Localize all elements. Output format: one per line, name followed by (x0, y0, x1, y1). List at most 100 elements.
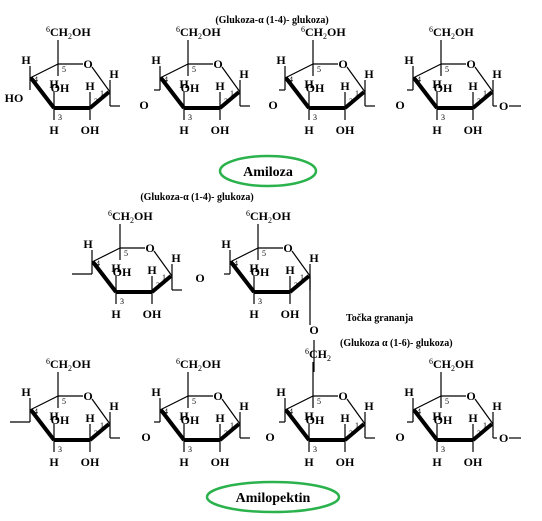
ch2oh-group: 6CH2OH (301, 25, 346, 41)
bond-line (474, 66, 494, 93)
hydroxyl-label: OH (51, 413, 70, 427)
carbon-number: 3 (120, 297, 124, 306)
hydrogen-label: H (85, 411, 95, 425)
ring-oxygen: O (338, 57, 347, 71)
amylopectin-title-highlight (205, 480, 341, 514)
hydrogen-label: H (151, 385, 161, 399)
ch2oh-group: 6CH2OH (176, 25, 221, 41)
carbon-number: 1 (483, 421, 487, 430)
carbon-number: 1 (300, 273, 304, 282)
ring-front-bond (412, 76, 439, 110)
hydrogen-label: H (21, 385, 31, 399)
ring-oxygen: O (83, 389, 92, 403)
ring-oxygen: O (83, 57, 92, 71)
hydrogen-label: H (49, 77, 59, 91)
hydrogen-label: H (109, 67, 119, 81)
ring-front-bond (471, 422, 494, 442)
hydroxyl-label: OH (143, 307, 162, 321)
branch-oxygen: O (309, 323, 318, 337)
hydrogen-label: H (276, 53, 286, 67)
carbon-number: 5 (192, 65, 196, 74)
hydroxyl-label: OH (336, 123, 355, 137)
glycosidic-oxygen: O (395, 98, 404, 112)
ring-front-bond (412, 408, 439, 442)
branch-linkage-caption: (Glukoza α (1-6)- glukoza) (340, 338, 453, 349)
hydrogen-label: H (404, 53, 414, 67)
hydrogen-label: H (147, 263, 157, 277)
bond-line (221, 398, 241, 425)
carbon-number: 5 (317, 397, 321, 406)
glycosidic-oxygen: O (265, 430, 274, 444)
amylose-title-highlight (218, 154, 318, 188)
ring-front-bond (159, 408, 186, 442)
carbon-number: 5 (445, 397, 449, 406)
carbon-number: 4 (164, 407, 168, 416)
carbon-number: 3 (188, 113, 192, 122)
carbon-number: 3 (441, 445, 445, 454)
bond-line (159, 63, 189, 79)
hydroxyl-label: OH (181, 81, 200, 95)
carbon-number: 5 (262, 249, 266, 258)
hydrogen-label: H (304, 123, 314, 137)
ring-front-bond (150, 274, 173, 294)
ring-front-bond (284, 408, 311, 442)
branch-point-label: Točka grananja (346, 313, 413, 324)
glycosidic-oxygen: O (139, 98, 148, 112)
carbon-number: 2 (224, 429, 228, 438)
bond-line (29, 63, 59, 79)
glucose-chains: O6CH2OHH5HHO4OHH3HOH2H1O6CH2OHH5H4OHH3HO… (5, 25, 521, 469)
glycosidic-oxygen: O (141, 430, 150, 444)
carbon-number: 3 (58, 113, 62, 122)
hydroxyl-label: OH (81, 123, 100, 137)
hydrogen-label: H (111, 261, 121, 275)
bond-line (291, 250, 311, 277)
carbon-number: 2 (294, 281, 298, 290)
carbon-number: 1 (230, 421, 234, 430)
ring-front-bond (159, 76, 186, 110)
ring-oxygen: O (466, 389, 475, 403)
hydrogen-label: H (179, 455, 189, 469)
ring-front-bond (218, 90, 241, 110)
carbon-number: 3 (313, 445, 317, 454)
hydrogen-label: H (432, 123, 442, 137)
carbon-number: 1 (230, 89, 234, 98)
carbon-number: 2 (224, 97, 228, 106)
carbon-number: 3 (58, 445, 62, 454)
carbon-number: 5 (192, 397, 196, 406)
hydrogen-label: H (109, 399, 119, 413)
hydrogen-label: H (171, 251, 181, 265)
ring-front-bond (88, 422, 111, 442)
bond-line (284, 63, 314, 79)
hydrogen-label: H (285, 263, 295, 277)
hydroxyl-label: HO (5, 91, 24, 105)
carbon-number: 3 (188, 445, 192, 454)
ch2oh-group: 6CH2OH (46, 25, 91, 41)
ring-front-bond (88, 90, 111, 110)
carbon-number: 5 (317, 65, 321, 74)
hydroxyl-label: OH (281, 307, 300, 321)
ring-oxygen: O (213, 57, 222, 71)
ring-oxygen: O (283, 241, 292, 255)
hydrogen-label: H (404, 385, 414, 399)
bond-line (346, 66, 366, 93)
amylose-caption: (Glukoza-α (1-4)- glukoza) (215, 15, 328, 26)
bond-line (346, 398, 366, 425)
hydrogen-label: H (468, 79, 478, 93)
hydroxyl-label: OH (306, 413, 325, 427)
hydrogen-label: H (432, 409, 442, 423)
hydroxyl-label: OH (336, 455, 355, 469)
terminal-oxygen: O (499, 431, 508, 445)
amylopectin-title: Amilopektin (236, 491, 311, 506)
ch2oh-group: 6CH2OH (429, 357, 474, 373)
hydroxyl-label: OH (113, 265, 132, 279)
hydrogen-label: H (304, 409, 314, 423)
ch2oh-group: 6CH2OH (46, 357, 91, 373)
carbon-number: 4 (34, 407, 38, 416)
hydrogen-label: H (85, 79, 95, 93)
ch2oh-group: 6CH2OH (429, 25, 474, 41)
hydrogen-label: H (309, 251, 319, 265)
carbon-number: 1 (100, 89, 104, 98)
carbon-number: 4 (417, 407, 421, 416)
bond-line (159, 395, 189, 411)
